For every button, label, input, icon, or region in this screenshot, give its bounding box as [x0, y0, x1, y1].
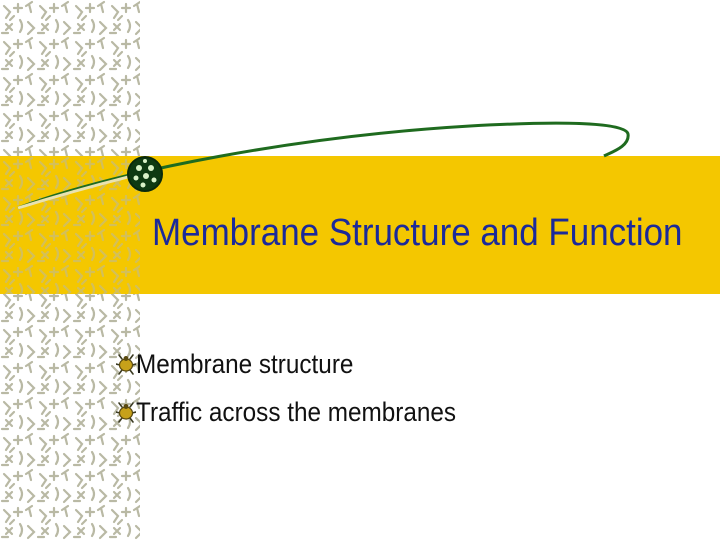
bullet-item: Membrane structure	[116, 340, 492, 388]
bug-bullet-icon	[116, 402, 136, 423]
slide-title: Membrane Structure and Function	[152, 212, 683, 254]
bullet-text: Traffic across the membranes	[136, 396, 457, 427]
bullet-text: Membrane structure	[136, 348, 354, 379]
decorative-pattern-band-overlay	[0, 156, 140, 294]
bullet-list: Membrane structure Traffic across the me…	[116, 340, 492, 436]
bullet-item: Traffic across the membranes	[116, 388, 492, 436]
bug-bullet-icon	[116, 354, 136, 375]
